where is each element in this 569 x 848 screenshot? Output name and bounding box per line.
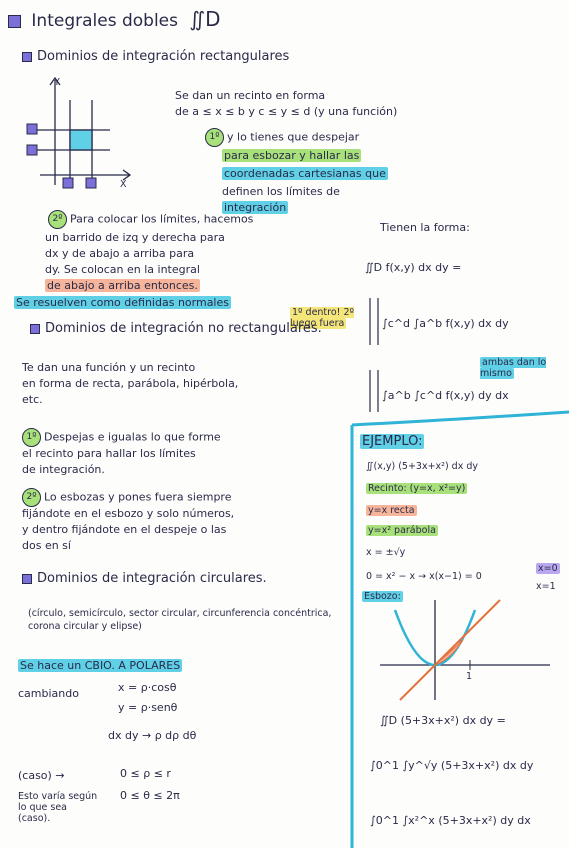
circ-hace-text: Se hace un CBIO. A POLARES: [18, 659, 183, 672]
norect-heading-text: Dominios de integración no rectangulares…: [45, 321, 322, 336]
step2-line5: de abajo a arriba entonces.: [45, 279, 200, 293]
norect-step1-line3: de integración.: [22, 463, 105, 476]
norect-step1-line2: el recinto para hallar los límites: [22, 447, 196, 460]
ejemplo-int-main: ∬D (5+3x+x²) dx dy =: [380, 714, 506, 727]
ejemplo-recinto: Recinto: (y=x, x²=y): [366, 483, 468, 495]
ejemplo-function: ∬(x,y) (5+3x+x²) dx dy: [366, 461, 479, 472]
double-integral-icon: ∬D: [189, 7, 221, 31]
ejemplo-sol1: x=1: [536, 581, 556, 592]
integral-dx-dy: ∫c^d ∫a^b f(x,y) dx dy: [382, 317, 509, 330]
dentro-fuera-text: 1º dentro! 2º luego fuera: [290, 307, 355, 329]
norect-step2-number: 2º: [22, 488, 41, 507]
dentro-fuera-note: 1º dentro! 2º luego fuera: [290, 307, 360, 330]
step1-line2: para esbozar y hallar las: [222, 149, 362, 163]
circ-heading-text: Dominios de integración circulares.: [37, 571, 267, 586]
ejemplo-recta-text: y=x recta: [366, 505, 417, 516]
step1-line1: y lo tienes que despejar: [227, 130, 360, 144]
rect-heading-text: Dominios de integración rectangulares: [37, 49, 290, 64]
ejemplo-int-b: ∫0^1 ∫x²^x (5+3x+x²) dy dx: [370, 814, 531, 827]
polar-y: y = ρ·senθ: [118, 701, 178, 714]
integral-dy-dx: ∫a^b ∫c^d f(x,y) dy dx: [382, 389, 509, 402]
step1-line4: definen los límites de: [222, 185, 340, 198]
step2-line5-text: de abajo a arriba entonces.: [45, 279, 200, 292]
page-title: Integrales dobles ∬D: [8, 8, 221, 32]
norect-step2-line1: Lo esbozas y pones fuera siempre: [44, 490, 232, 504]
norect-step2-line4: dos en sí: [22, 539, 71, 552]
label-a-box: [62, 177, 74, 189]
norect-heading: Dominios de integración no rectangulares…: [30, 321, 322, 337]
norect-line1: Te dan una función y un recinto: [22, 361, 196, 374]
ejemplo-eq: 0 = x² − x → x(x−1) = 0: [366, 571, 482, 582]
rect-bullet-icon: [22, 51, 32, 62]
circ-heading: Dominios de integración circulares.: [22, 571, 267, 587]
step2-number: 2º: [48, 210, 67, 229]
esbozo-label: Esbozo:: [362, 591, 403, 603]
polar-theta-range: 0 ≤ θ ≤ 2π: [120, 789, 180, 802]
ejemplo-sol0: x=0: [536, 563, 560, 575]
polar-rho-range: 0 ≤ ρ ≤ r: [120, 767, 171, 780]
rect-heading: Dominios de integración rectangulares: [22, 49, 290, 65]
ejemplo-parabola: y=x² parábola: [366, 525, 438, 537]
step1-line3: coordenadas cartesianas que: [222, 167, 388, 181]
axis-y-label: Y: [54, 77, 60, 88]
formula-double-integral: ∬D f(x,y) dx dy =: [365, 261, 462, 274]
label-b-box: [85, 177, 97, 189]
step2-line4: dy. Se colocan en la integral: [45, 263, 200, 276]
rect-line1: Se dan un recinto en forma: [175, 89, 326, 102]
parabola-sketch: [380, 599, 550, 701]
norect-step1-number: 1º: [22, 428, 41, 447]
norect-bullet-icon: [30, 323, 40, 334]
ejemplo-parabola-text: y=x² parábola: [366, 525, 438, 536]
step2-line2: un barrido de izq y derecha para: [45, 231, 225, 244]
ejemplo-recta: y=x recta: [366, 505, 417, 517]
step1-line3-text: coordenadas cartesianas que: [222, 167, 388, 180]
title-square-icon: [8, 14, 21, 28]
label-c-box: [26, 144, 38, 156]
circ-caso: (caso) →: [18, 769, 65, 782]
ejemplo-title-text: EJEMPLO:: [360, 434, 425, 449]
circ-cambiando: cambiando: [18, 687, 79, 700]
ejemplo-x-eq: x = ±√y: [366, 547, 406, 558]
ejemplo-recinto-text: Recinto: (y=x, x²=y): [366, 483, 468, 494]
circ-list: (círculo, semicírculo, sector circular, …: [28, 608, 332, 632]
resuelven-note: Se resuelven como definidas normales: [14, 296, 231, 310]
ejemplo-sol0-text: x=0: [536, 563, 560, 574]
esbozo-text: Esbozo:: [362, 591, 403, 602]
norect-step2-line2: fijándote en el esbozo y solo números,: [22, 507, 235, 520]
norect-line3: etc.: [22, 393, 43, 406]
ambas-note: ambas dan lo mismo: [480, 357, 560, 380]
label-d-box: [26, 123, 38, 135]
step1-line5-text: integración: [222, 201, 289, 214]
circ-nota: Esto varía según lo que sea (caso).: [18, 791, 98, 824]
tienen-forma: Tienen la forma:: [380, 221, 470, 234]
ambas-text: ambas dan lo mismo: [480, 357, 547, 379]
ejemplo-title: EJEMPLO:: [360, 434, 425, 450]
circ-bullet-icon: [22, 573, 32, 584]
title-text: Integrales dobles: [31, 11, 178, 31]
step2-line3: dx y de abajo a arriba para: [45, 247, 195, 260]
norect-line2: en forma de recta, parábola, hipérbola,: [22, 377, 239, 390]
example-frame: [350, 410, 569, 848]
step1-line2-text: para esbozar y hallar las: [222, 149, 362, 162]
circ-hace: Se hace un CBIO. A POLARES: [18, 659, 183, 673]
norect-step2-line3: y dentro fijándote en el despeje o las: [22, 523, 227, 536]
rect-domain-graph: [35, 76, 132, 185]
ejemplo-int-a: ∫0^1 ∫y^√y (5+3x+x²) dx dy: [370, 759, 534, 772]
polar-jacobian: dx dy → ρ dρ dθ: [108, 729, 197, 742]
norect-step1-line1: Despejas e igualas lo que forme: [44, 430, 221, 444]
polar-x: x = ρ·cosθ: [118, 681, 177, 694]
step2-line1: Para colocar los límites, hacemos: [70, 212, 254, 226]
resuelven-text: Se resuelven como definidas normales: [14, 296, 231, 309]
step1-number: 1º: [205, 128, 224, 147]
sketch-tick-1: 1: [466, 671, 473, 682]
step1-line5: integración: [222, 201, 289, 215]
rect-line2: de a ≤ x ≤ b y c ≤ y ≤ d (y una función): [175, 105, 398, 118]
axis-x-label: X: [120, 179, 127, 190]
